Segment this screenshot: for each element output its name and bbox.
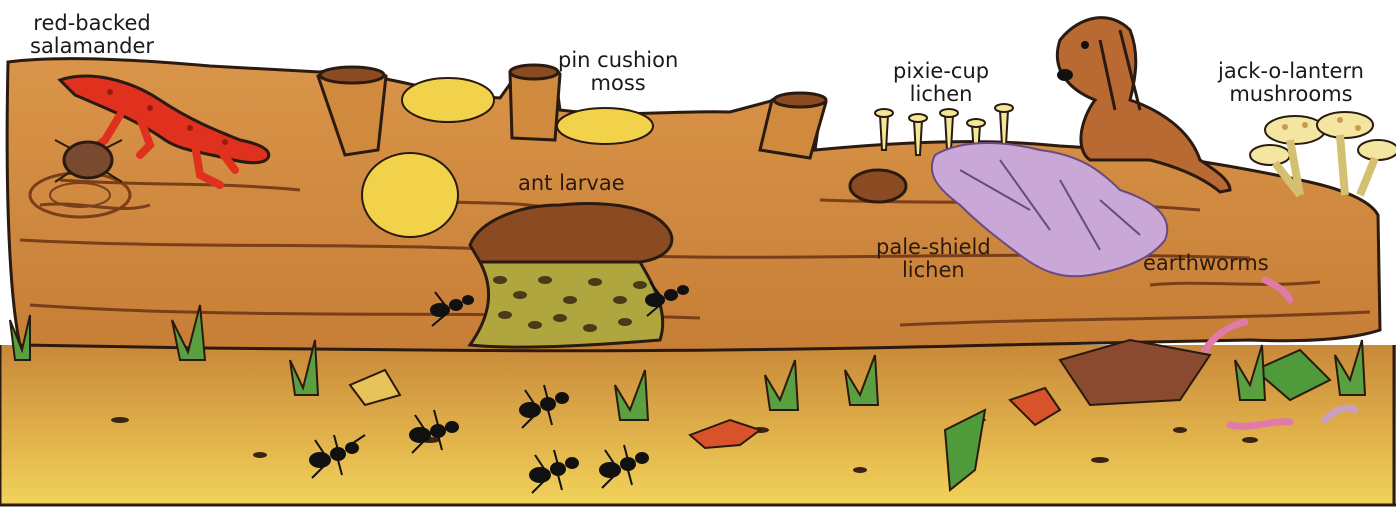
label-line: lichen — [893, 83, 989, 106]
label-line: moss — [558, 72, 678, 95]
label-pin-cushion-moss: pin cushion moss — [558, 49, 678, 95]
label-pale-shield-lichen: pale-shield lichen — [876, 236, 991, 282]
label-line: salamander — [30, 35, 154, 58]
label-line: pale-shield — [876, 236, 991, 259]
label-earthworms: earthworms — [1143, 252, 1269, 275]
label-pixie-cup-lichen: pixie-cup lichen — [893, 60, 989, 106]
label-jack-o-lantern-mushrooms: jack-o-lantern mushrooms — [1218, 60, 1364, 106]
label-line: jack-o-lantern — [1218, 60, 1364, 83]
fallen-log — [7, 59, 1380, 351]
label-line: ant larvae — [518, 172, 625, 195]
label-line: pixie-cup — [893, 60, 989, 83]
label-line: lichen — [876, 259, 991, 282]
label-red-backed-salamander: red-backed salamander — [30, 12, 154, 58]
label-line: red-backed — [30, 12, 154, 35]
label-line: mushrooms — [1218, 83, 1364, 106]
label-line: earthworms — [1143, 252, 1269, 275]
label-ant-larvae: ant larvae — [518, 172, 625, 195]
ant-larvae-chamber — [470, 204, 672, 348]
label-line: pin cushion — [558, 49, 678, 72]
